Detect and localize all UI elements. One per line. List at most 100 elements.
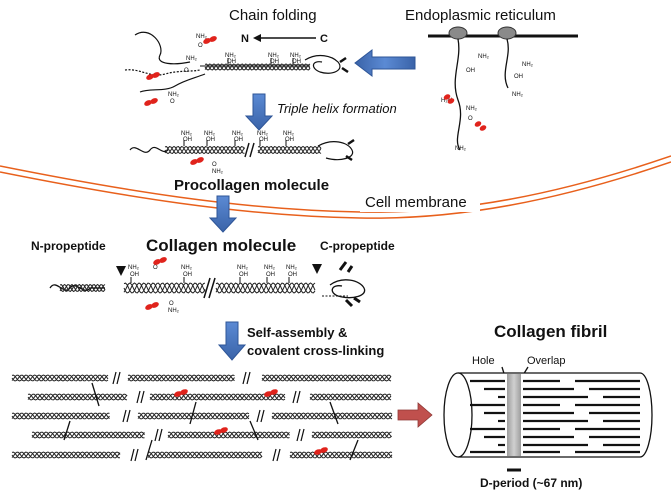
d-period-band xyxy=(507,374,521,456)
helix-break-mark xyxy=(126,409,131,423)
col-o-1: O xyxy=(153,265,158,271)
sugar-icon xyxy=(145,304,153,310)
helix-break-mark xyxy=(256,409,261,423)
er-o: O xyxy=(468,116,473,122)
cross-link xyxy=(91,382,100,407)
cleavage-marker-n xyxy=(116,266,126,276)
helix-break-mark xyxy=(134,448,139,462)
sugar-icon xyxy=(151,302,159,308)
helix-break-mark xyxy=(136,390,141,404)
molecule-strand xyxy=(147,451,263,459)
collagen-helix-strand xyxy=(215,282,316,294)
col-nh2-3: NH₂ xyxy=(237,265,249,271)
molecule-strand xyxy=(11,412,110,420)
helix-break-mark xyxy=(208,277,216,299)
er-oh-1: OH xyxy=(466,68,475,74)
nascent-chain-left xyxy=(454,38,462,151)
fold-oh-1: OH xyxy=(227,59,236,65)
folding-helix-strand xyxy=(204,63,311,71)
c-propeptide-mark xyxy=(347,138,355,146)
procollagen-helix-strand xyxy=(257,146,322,154)
molecule-strand xyxy=(309,393,392,401)
c-propeptide-mark xyxy=(353,296,361,304)
c-propeptide-mark xyxy=(338,261,348,271)
collagen-fibril-group: Collagen fibril Hole Overlap D-period (~… xyxy=(443,322,653,490)
n-propeptide-strand xyxy=(59,283,106,293)
helix-break-mark xyxy=(296,428,301,442)
folding-helix-strand xyxy=(204,63,311,71)
sugar-icon xyxy=(146,74,154,80)
pro-nh2-1: NH₂ xyxy=(181,131,193,137)
pro-nh2-4: NH₂ xyxy=(257,131,269,137)
er-oh-2: OH xyxy=(514,74,523,80)
col-nh2-6: NH₂ xyxy=(168,308,180,314)
helix-break-mark xyxy=(249,142,255,158)
molecule-strand xyxy=(147,451,263,459)
sugar-icon xyxy=(174,391,182,397)
c-propeptide-label: C-propeptide xyxy=(320,239,395,253)
fold-oh-2: OH xyxy=(270,59,279,65)
molecule-strand xyxy=(271,412,393,420)
col-oh-5: OH xyxy=(288,272,297,278)
pro-o: O xyxy=(212,162,217,168)
molecule-strand xyxy=(271,412,393,420)
sugar-icon xyxy=(153,259,161,265)
molecule-strand xyxy=(149,393,286,401)
pro-nh2-5: NH₂ xyxy=(283,131,295,137)
helix-break-mark xyxy=(242,371,247,385)
molecule-strand xyxy=(11,374,109,382)
procollagen-helix-strand xyxy=(164,146,245,154)
n-terminus-label: N xyxy=(241,33,249,45)
molecule-strand xyxy=(27,393,128,401)
col-oh-1: OH xyxy=(130,272,139,278)
helix-break-mark xyxy=(140,390,145,404)
fold-nh2-4: NH₂ xyxy=(268,53,280,59)
helix-break-mark xyxy=(112,371,117,385)
c-propeptide-mark xyxy=(339,56,347,64)
ribosome-left-icon xyxy=(448,26,468,40)
molecule-strand xyxy=(11,451,121,459)
n-propeptide-helix xyxy=(59,283,106,293)
pro-nh2-6: NH₂ xyxy=(212,169,224,175)
c-terminus-label: C xyxy=(320,33,328,45)
fold-nh2-5: NH₂ xyxy=(290,53,302,59)
pro-oh-4: OH xyxy=(259,137,268,143)
molecule-strand xyxy=(311,431,392,439)
sugar-icon xyxy=(474,121,482,127)
collagen-molecule-group: N-propeptide Collagen molecule C-propept… xyxy=(31,236,395,314)
collagen-helix-strand xyxy=(215,282,316,294)
arrow-collagen-to-fibril xyxy=(217,321,247,361)
er-nh2-1: NH₂ xyxy=(478,54,490,60)
molecule-strand xyxy=(27,393,128,401)
fold-nh2-6: NH₂ xyxy=(168,92,180,98)
collagen-helix-strand xyxy=(123,282,206,294)
hole-label: Hole xyxy=(472,355,495,367)
sugar-icon xyxy=(209,36,217,42)
fold-o-1: O xyxy=(198,43,203,49)
collagen-helix-strand xyxy=(215,282,316,294)
cross-link xyxy=(189,401,197,425)
molecule-strand xyxy=(31,431,145,439)
helix-break-mark xyxy=(296,390,301,404)
arrow-procollagen-to-collagen xyxy=(208,195,238,233)
cell-membrane-label: Cell membrane xyxy=(365,194,467,211)
collagen-helix xyxy=(123,277,316,294)
col-oh-2: OH xyxy=(183,272,192,278)
sugar-icon xyxy=(152,72,160,78)
c-propeptide-mark xyxy=(344,298,354,308)
sugar-icon xyxy=(443,94,451,100)
c-terminal-knot xyxy=(304,54,341,74)
n-propeptide-label: N-propeptide xyxy=(31,239,106,253)
folding-helix-strand xyxy=(204,63,311,71)
cross-link xyxy=(145,439,153,461)
cross-link xyxy=(329,401,339,425)
col-oh-3: OH xyxy=(239,272,248,278)
collagen-helix-strand xyxy=(123,282,206,294)
molecule-strand xyxy=(309,393,392,401)
cleavage-marker-c xyxy=(312,264,322,274)
procollagen-helix xyxy=(164,140,322,158)
sugar-icon xyxy=(314,449,322,455)
procollagen-group: NH₂ OH NH₂ OH NH₂ OH NH₂ OH NH₂ OH O NH₂… xyxy=(129,131,355,194)
molecule-strand xyxy=(261,374,392,382)
